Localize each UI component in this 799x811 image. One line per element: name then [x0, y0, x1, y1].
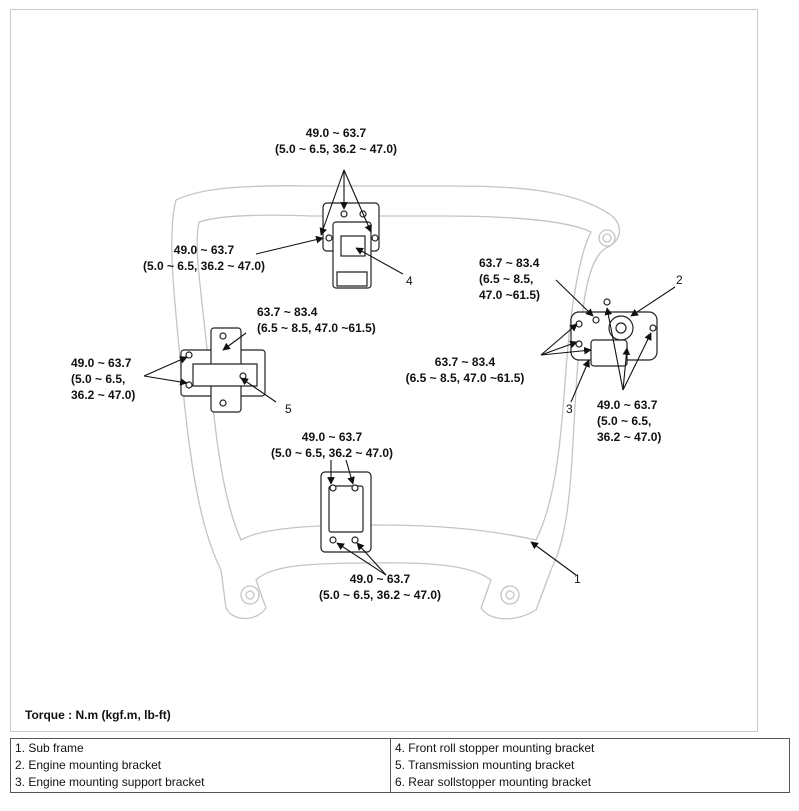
- legend-item-3: 3. Engine mounting support bracket: [15, 775, 205, 789]
- callout-right-mid: 63.7 ~ 83.4 (6.5 ~ 8.5, 47.0 ~61.5): [383, 354, 547, 386]
- callout-right-mid-range: 63.7 ~ 83.4: [434, 355, 496, 369]
- callout-center-bottom-units: (5.0 ~ 6.5, 36.2 ~ 47.0): [318, 588, 442, 602]
- legend-right-column: 4. Front roll stopper mounting bracket 5…: [389, 738, 791, 793]
- callout-right-bottom-units-a: (5.0 ~ 6.5,: [597, 414, 652, 428]
- parts-legend: 1. Sub frame 2. Engine mounting bracket …: [10, 738, 791, 793]
- callout-trans-left-units-b: 36.2 ~ 47.0): [71, 388, 136, 402]
- callout-right-mid-units: (6.5 ~ 8.5, 47.0 ~61.5): [405, 371, 525, 385]
- callout-center-top-units: (5.0 ~ 6.5, 36.2 ~ 47.0): [270, 446, 394, 460]
- callout-center-bottom: 49.0 ~ 63.7 (5.0 ~ 6.5, 36.2 ~ 47.0): [295, 571, 465, 603]
- callout-right-bottom: 49.0 ~ 63.7 (5.0 ~ 6.5, 36.2 ~ 47.0): [597, 397, 661, 445]
- diagram-figure: 49.0 ~ 63.7 (5.0 ~ 6.5, 36.2 ~ 47.0) 49.…: [10, 9, 758, 732]
- legend-item-5: 5. Transmission mounting bracket: [394, 758, 575, 772]
- legend-item-4: 4. Front roll stopper mounting bracket: [394, 741, 595, 755]
- callout-trans-left: 49.0 ~ 63.7 (5.0 ~ 6.5, 36.2 ~ 47.0): [71, 355, 135, 403]
- callout-right-top-range: 63.7 ~ 83.4: [479, 256, 540, 270]
- engine-mounting-bracket: [570, 298, 658, 367]
- callout-trans-top-range: 63.7 ~ 83.4: [257, 305, 318, 319]
- front-roll-stopper-bracket: [322, 202, 380, 289]
- part-number-3: 3: [566, 402, 573, 416]
- callout-right-top-units-b: 47.0 ~61.5): [479, 288, 541, 302]
- legend-item-1: 1. Sub frame: [15, 741, 84, 755]
- callout-center-top: 49.0 ~ 63.7 (5.0 ~ 6.5, 36.2 ~ 47.0): [247, 429, 417, 461]
- part-number-1: 1: [574, 572, 581, 586]
- callout-left-upper: 49.0 ~ 63.7 (5.0 ~ 6.5, 36.2 ~ 47.0): [119, 242, 289, 274]
- callout-right-top-units-a: (6.5 ~ 8.5,: [479, 272, 534, 286]
- callout-trans-top-units: (6.5 ~ 8.5, 47.0 ~61.5): [257, 321, 376, 335]
- callout-center-bottom-range: 49.0 ~ 63.7: [349, 572, 411, 586]
- torque-units-note: Torque : N.m (kgf.m, lb-ft): [25, 708, 171, 722]
- callout-trans-left-range: 49.0 ~ 63.7: [71, 356, 132, 370]
- callout-top-units: (5.0 ~ 6.5, 36.2 ~ 47.0): [274, 142, 398, 156]
- part-number-2: 2: [676, 273, 683, 287]
- callout-top-range: 49.0 ~ 63.7: [305, 126, 367, 140]
- callout-right-bottom-range: 49.0 ~ 63.7: [597, 398, 658, 412]
- legend-item-6: 6. Rear sollstopper mounting bracket: [394, 775, 592, 789]
- callout-left-upper-range: 49.0 ~ 63.7: [173, 243, 235, 257]
- rear-roll-stopper-bracket: [320, 471, 372, 553]
- legend-row: 1. Sub frame 2. Engine mounting bracket …: [10, 738, 791, 793]
- callout-right-top: 63.7 ~ 83.4 (6.5 ~ 8.5, 47.0 ~61.5): [479, 255, 540, 303]
- legend-left-column: 1. Sub frame 2. Engine mounting bracket …: [10, 738, 391, 793]
- callout-trans-top: 63.7 ~ 83.4 (6.5 ~ 8.5, 47.0 ~61.5): [257, 304, 376, 336]
- subframe-outline: [171, 185, 621, 620]
- callout-top: 49.0 ~ 63.7 (5.0 ~ 6.5, 36.2 ~ 47.0): [251, 125, 421, 157]
- leader-arrows: [143, 169, 676, 576]
- transmission-mounting-bracket: [180, 327, 266, 413]
- callout-trans-left-units-a: (5.0 ~ 6.5,: [71, 372, 126, 386]
- callout-center-top-range: 49.0 ~ 63.7: [301, 430, 363, 444]
- subframe-drawing: [143, 169, 676, 620]
- callout-right-bottom-units-b: 36.2 ~ 47.0): [597, 430, 662, 444]
- part-number-4: 4: [406, 274, 413, 288]
- legend-item-2: 2. Engine mounting bracket: [15, 758, 162, 772]
- part-number-5: 5: [285, 402, 292, 416]
- callout-left-upper-units: (5.0 ~ 6.5, 36.2 ~ 47.0): [142, 259, 266, 273]
